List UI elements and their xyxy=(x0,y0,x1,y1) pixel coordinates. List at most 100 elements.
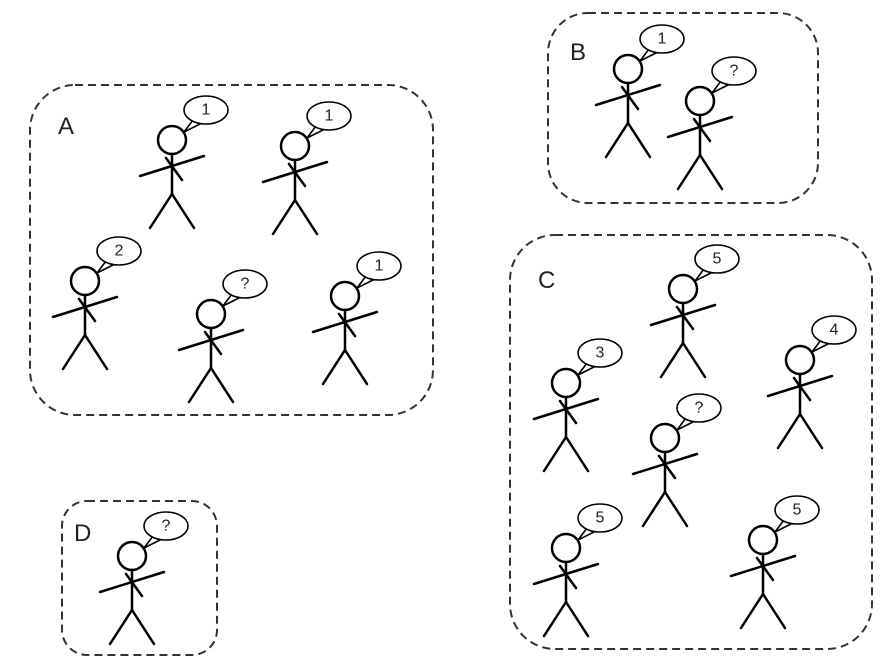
speech-bubble-value: 5 xyxy=(713,251,722,268)
person-head xyxy=(784,344,816,376)
group-b-label: B xyxy=(570,39,586,66)
person-figure: 2 xyxy=(51,236,142,371)
speech-bubble-body xyxy=(711,56,757,86)
person-arm xyxy=(620,85,640,111)
speech-bubble: ? xyxy=(711,56,757,94)
person-head xyxy=(550,532,582,564)
person-figure: ? xyxy=(98,511,189,646)
speech-bubble-value: ? xyxy=(162,518,171,535)
person-leg xyxy=(187,366,213,404)
group-c-label: C xyxy=(538,267,555,294)
speech-bubble-body xyxy=(676,393,722,423)
group-a-label: A xyxy=(58,113,74,140)
speech-bubble: ? xyxy=(143,511,189,549)
person-arm xyxy=(558,399,578,425)
speech-bubble-body xyxy=(306,101,352,131)
person-arm xyxy=(558,564,578,590)
group-b: B 1? xyxy=(547,12,819,204)
person-leg xyxy=(542,435,568,473)
person-figure: ? xyxy=(666,56,757,191)
speech-bubble-value: ? xyxy=(241,276,250,293)
person-head xyxy=(156,124,188,156)
speech-bubble-body xyxy=(183,95,229,125)
person-leg xyxy=(209,366,235,404)
person-leg xyxy=(776,412,802,450)
person-head xyxy=(747,524,779,556)
group-c-boundary xyxy=(509,234,873,650)
speech-bubble: 2 xyxy=(96,236,142,274)
speech-bubble: 5 xyxy=(694,244,740,282)
person-leg xyxy=(641,490,667,528)
person-arm xyxy=(755,556,775,582)
group-a: A 1 1 2? 1 xyxy=(29,84,434,416)
person-arm xyxy=(77,297,97,323)
person-head xyxy=(69,265,101,297)
person-head xyxy=(684,85,716,117)
speech-bubble-value: 5 xyxy=(793,502,802,519)
speech-bubble: 1 xyxy=(183,95,229,133)
person-leg xyxy=(604,121,630,159)
person-head xyxy=(329,280,361,312)
speech-bubble-value: 1 xyxy=(325,108,334,125)
speech-bubble: 5 xyxy=(577,503,623,541)
speech-bubble-body xyxy=(222,269,268,299)
person-arm xyxy=(287,162,307,188)
speech-bubble: 1 xyxy=(306,101,352,139)
speech-bubble: 5 xyxy=(774,495,820,533)
person-figure: 1 xyxy=(311,251,402,386)
speech-bubble-body xyxy=(694,244,740,274)
group-a-boundary xyxy=(29,84,434,416)
person-figure: ? xyxy=(177,269,268,404)
speech-bubble-value: ? xyxy=(695,400,704,417)
person-head xyxy=(612,53,644,85)
person-figure: 5 xyxy=(729,495,820,630)
person-arm xyxy=(692,117,712,143)
person-arm xyxy=(164,156,184,182)
person-leg xyxy=(739,592,765,630)
group-d-label: D xyxy=(74,520,91,547)
speech-bubble-body xyxy=(96,236,142,266)
person-arm xyxy=(657,454,677,480)
speech-bubble: 4 xyxy=(811,315,857,353)
speech-bubble-value: 3 xyxy=(596,345,605,362)
speech-bubble: 1 xyxy=(356,251,402,289)
speech-bubble-body xyxy=(577,503,623,533)
person-figure: 4 xyxy=(766,315,857,450)
person-head xyxy=(667,273,699,305)
person-figure: 3 xyxy=(532,338,623,473)
speech-bubble-value: ? xyxy=(730,63,739,80)
person-figure: ? xyxy=(631,393,722,528)
person-leg xyxy=(83,333,109,371)
person-leg xyxy=(61,333,87,371)
speech-bubble-body xyxy=(577,338,623,368)
person-arm xyxy=(203,330,223,356)
person-leg xyxy=(564,600,590,638)
person-leg xyxy=(564,435,590,473)
group-c: C 5 3 4? 5 5 xyxy=(509,234,873,650)
speech-bubble-value: 1 xyxy=(202,102,211,119)
person-figure: 1 xyxy=(594,24,685,159)
person-leg xyxy=(761,592,787,630)
speech-bubble: ? xyxy=(676,393,722,431)
speech-bubble: ? xyxy=(222,269,268,307)
group-d-boundary xyxy=(61,500,218,656)
speech-bubble-body xyxy=(356,251,402,281)
person-head xyxy=(550,367,582,399)
person-leg xyxy=(148,192,174,230)
person-leg xyxy=(343,348,369,386)
speech-bubble-value: 1 xyxy=(658,31,667,48)
person-head xyxy=(279,130,311,162)
person-leg xyxy=(130,608,156,646)
person-leg xyxy=(698,153,724,191)
speech-bubble-body xyxy=(811,315,857,345)
speech-bubble: 1 xyxy=(639,24,685,62)
person-figure: 5 xyxy=(649,244,740,379)
speech-bubble-value: 2 xyxy=(115,243,124,260)
speech-bubble-value: 4 xyxy=(830,322,839,339)
person-leg xyxy=(321,348,347,386)
person-leg xyxy=(542,600,568,638)
person-leg xyxy=(659,341,685,379)
person-leg xyxy=(170,192,196,230)
speech-bubble-body xyxy=(639,24,685,54)
